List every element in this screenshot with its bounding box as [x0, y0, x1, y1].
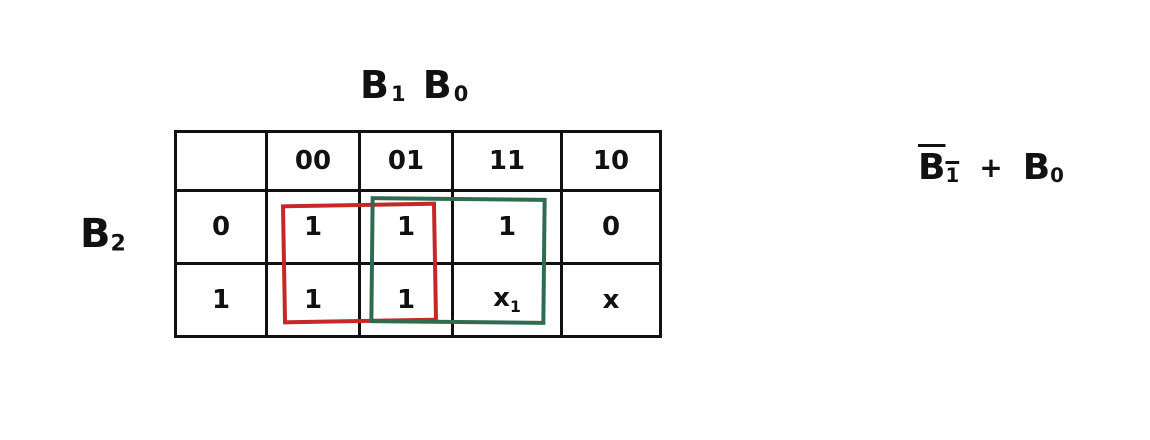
column-header: 10	[560, 130, 662, 192]
map-cell: x	[560, 262, 662, 338]
negated-term: B1	[918, 147, 960, 188]
dont-care-annotation: 1	[509, 298, 521, 317]
row-header: 0	[174, 189, 268, 265]
map-cell: 1	[358, 262, 454, 338]
header-row: 00 01 11 10	[174, 130, 662, 192]
plus-operator: +	[979, 150, 1003, 184]
dont-care-value: x	[493, 283, 510, 314]
column-var-b1: B1	[360, 63, 408, 107]
map-cell: 1	[265, 189, 361, 265]
map-cell: 1	[451, 189, 563, 265]
map-cell-annotated: x1	[451, 262, 563, 338]
row-header: 1	[174, 262, 268, 338]
result-expression: B1 + B0	[918, 150, 1064, 186]
column-header: 00	[265, 130, 361, 192]
column-header: 01	[358, 130, 454, 192]
column-header: 11	[451, 130, 563, 192]
second-term: B0	[1022, 147, 1064, 188]
map-row-1: 1 1 1 x1 x	[174, 262, 662, 338]
corner-cell	[174, 130, 268, 192]
column-variables-label: B1 B0	[360, 66, 470, 105]
row-variable-label: B2	[80, 211, 126, 257]
map-cell: 1	[265, 262, 361, 338]
column-var-b0: B0	[422, 63, 471, 107]
map-row-0: 0 1 1 1 0	[174, 189, 662, 265]
map-cell: 0	[560, 189, 662, 265]
map-cell: 1	[358, 189, 454, 265]
karnaugh-map: 00 01 11 10 0 1 1 1 0 1 1 1 x1 x	[174, 130, 662, 338]
